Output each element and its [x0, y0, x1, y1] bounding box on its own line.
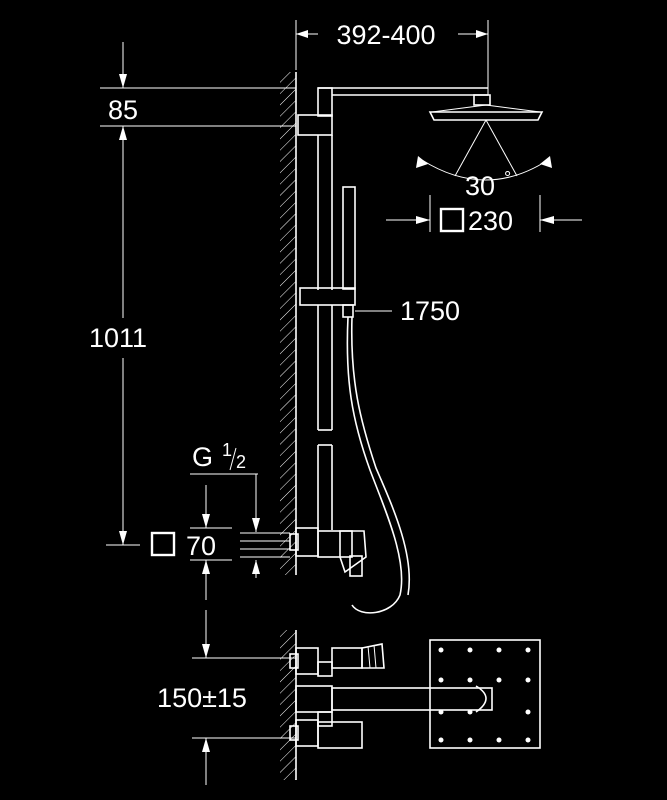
arm-projection-dimension: 392-400 — [295, 20, 489, 95]
wall-upper — [280, 72, 297, 575]
head-size-dimension: 230 — [386, 195, 582, 236]
riser-height-label: 1011 — [89, 323, 147, 353]
upper-mixer — [289, 527, 367, 577]
thread-numerator: 1 — [222, 440, 232, 460]
rain-shower-head: 30 ° — [416, 94, 552, 201]
hand-shower-height-label: 1750 — [400, 296, 460, 326]
inlet-centres-label: 150±15 — [157, 683, 247, 713]
head-size-label: 230 — [468, 206, 513, 236]
lower-mixer-detail — [289, 639, 541, 749]
thread-dimension: G 1 2 70 — [150, 440, 290, 600]
arm-projection-label: 392-400 — [336, 20, 435, 50]
riser-rail — [317, 135, 333, 530]
thread-g-label: G — [192, 442, 213, 472]
square-symbol-icon-2 — [150, 531, 176, 557]
hand-shower: 1750 — [299, 186, 460, 614]
height-dimensions: 85 1011 — [80, 42, 296, 546]
plate-screws — [438, 647, 531, 743]
wall-lower — [280, 630, 297, 780]
square-symbol-icon — [439, 207, 465, 233]
spray-angle-label: 30 — [465, 171, 495, 201]
thread-denominator: 2 — [236, 452, 246, 472]
mixer-body-label: 70 — [186, 531, 216, 561]
shower-arm — [297, 87, 488, 136]
degree-symbol: ° — [504, 168, 511, 188]
head-to-top-label: 85 — [108, 95, 138, 125]
inlet-centres-dimension: 150±15 — [157, 610, 296, 785]
